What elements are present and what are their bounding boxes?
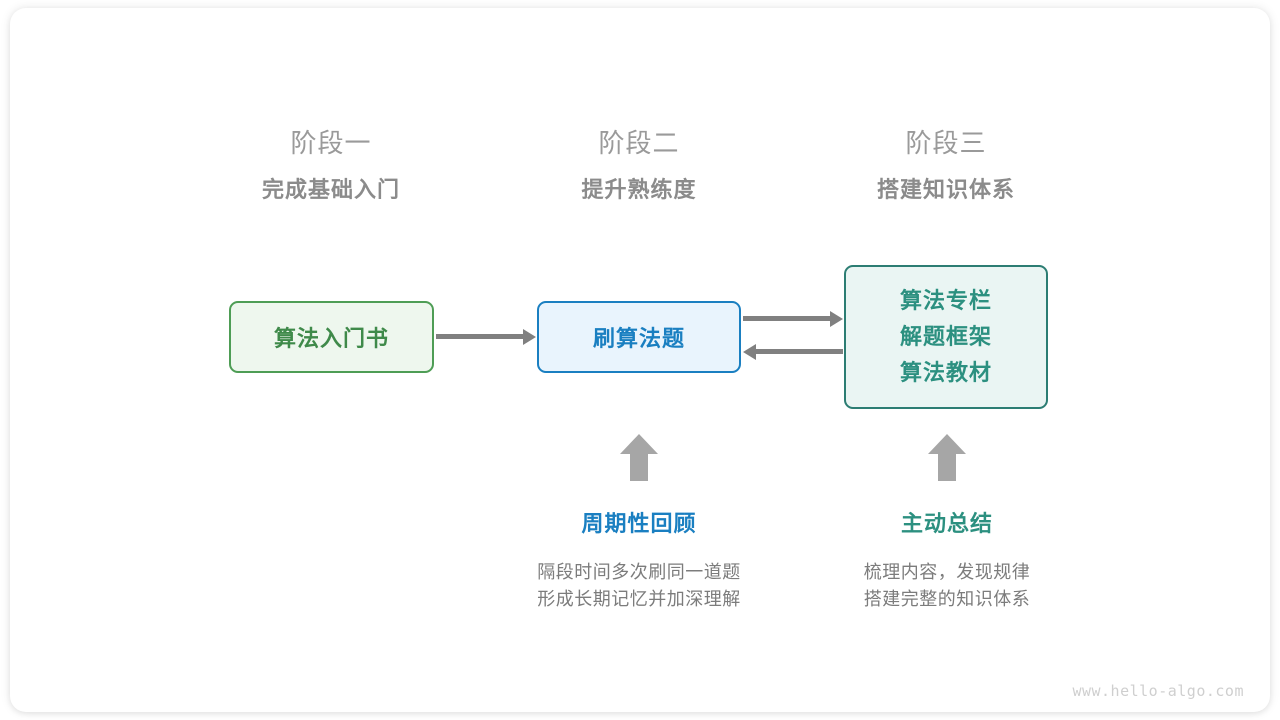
- note-desc-line-2: 形成长期记忆并加深理解: [537, 589, 741, 609]
- arrow-head: [830, 310, 843, 327]
- arrow-practice-to-resources-icon: [743, 310, 843, 327]
- node-resources-line-3: 算法教材: [899, 360, 992, 385]
- stage-2-number: 阶段二: [598, 128, 680, 158]
- node-algorithm-book: 算法入门书: [229, 301, 434, 373]
- site-watermark: www.hello-algo.com: [1072, 682, 1244, 700]
- arrow-shaft: [743, 316, 831, 321]
- note-periodic-review: 周期性回顾 隔段时间多次刷同一道题 形成长期记忆并加深理解: [489, 509, 789, 613]
- arrow-resources-to-practice-icon: [743, 343, 843, 360]
- node-algorithm-book-label: 算法入门书: [273, 326, 389, 351]
- note-periodic-review-title: 周期性回顾: [581, 511, 697, 536]
- stage-1-title: 完成基础入门: [261, 177, 400, 202]
- up-arrow-review-icon: [620, 434, 658, 481]
- node-practice-problems: 刷算法题: [537, 301, 741, 373]
- note-active-summary-title: 主动总结: [900, 511, 993, 536]
- arrow-head: [743, 343, 756, 360]
- node-practice-problems-label: 刷算法题: [592, 326, 685, 351]
- note-desc-line-1: 隔段时间多次刷同一道题: [537, 562, 741, 582]
- node-resources-line-1: 算法专栏: [899, 288, 992, 313]
- stage-3-title: 搭建知识体系: [876, 177, 1015, 202]
- arrow-shaft: [755, 349, 843, 354]
- stage-header-2: 阶段二 提升熟练度: [509, 126, 769, 206]
- up-arrow-summary-icon: [928, 434, 966, 481]
- arrow-book-to-practice-icon: [436, 328, 536, 345]
- note-active-summary: 主动总结 梳理内容，发现规律 搭建完整的知识体系: [797, 509, 1097, 613]
- arrow-head: [523, 328, 536, 345]
- note-active-summary-desc: 梳理内容，发现规律 搭建完整的知识体系: [797, 559, 1097, 613]
- note-desc-line-1: 梳理内容，发现规律: [863, 562, 1031, 582]
- arrow-shaft: [436, 334, 524, 339]
- stage-3-number: 阶段三: [905, 128, 987, 158]
- node-resources-line-2: 解题框架: [899, 324, 992, 349]
- node-learning-resources: 算法专栏 解题框架 算法教材: [844, 265, 1048, 409]
- stage-1-number: 阶段一: [290, 128, 372, 158]
- note-desc-line-2: 搭建完整的知识体系: [863, 589, 1031, 609]
- note-periodic-review-desc: 隔段时间多次刷同一道题 形成长期记忆并加深理解: [489, 559, 789, 613]
- stage-header-1: 阶段一 完成基础入门: [201, 126, 461, 206]
- stage-2-title: 提升熟练度: [581, 177, 697, 202]
- stage-header-3: 阶段三 搭建知识体系: [816, 126, 1076, 206]
